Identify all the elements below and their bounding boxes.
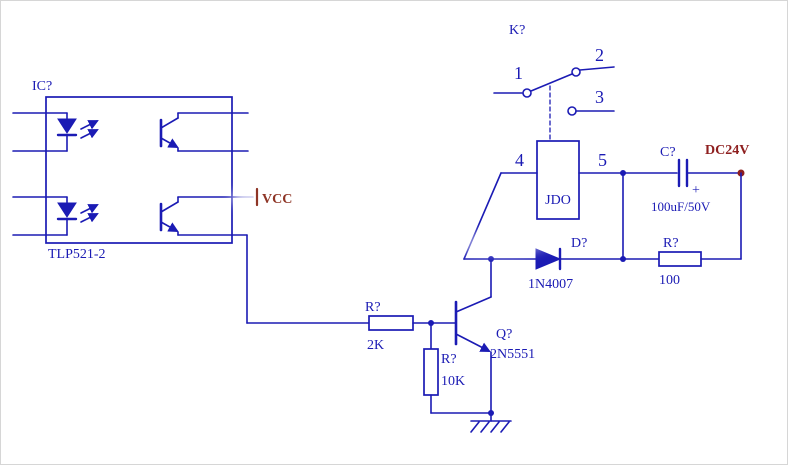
resistor-2k-ref-label: R? <box>365 300 381 315</box>
resistor-100: R? 100 <box>622 236 742 288</box>
opto-led-2 <box>12 196 99 236</box>
relay-switch: K? 1 2 3 <box>493 23 615 142</box>
contact-pole <box>522 88 532 98</box>
ground-symbol <box>470 420 512 433</box>
resistor-10k: R? 10K <box>423 322 492 414</box>
capacitor: C? + 100uF/50V <box>622 145 742 214</box>
light-arrow-icon <box>80 204 99 214</box>
relay-pin1-label: 1 <box>514 63 523 83</box>
relay-coil-name-label: JDO <box>545 193 571 208</box>
resistor-2k-value-label: 2K <box>367 338 384 353</box>
watermark-smudge <box>231 183 551 255</box>
optocoupler: IC? TLP521-2 <box>12 79 254 262</box>
capacitor-ref-label: C? <box>660 145 676 160</box>
optocoupler-part-label: TLP521-2 <box>48 247 106 262</box>
diode-ref-label: D? <box>571 236 587 251</box>
contact-nc <box>567 106 577 116</box>
resistor-10k-value-label: 10K <box>441 374 465 389</box>
resistor-10k-ref-label: R? <box>441 352 457 367</box>
optocoupler-body <box>45 96 233 244</box>
transistor-part-label: 2N5551 <box>490 347 535 362</box>
diode-part-label: 1N4007 <box>528 277 573 292</box>
transistor: Q? 2N5551 <box>454 258 535 422</box>
relay-pin4-label: 4 <box>515 150 524 170</box>
relay-coil: JDO 4 5 <box>500 140 624 220</box>
optocoupler-ref-label: IC? <box>32 79 52 94</box>
transistor-emitter <box>455 333 491 352</box>
transistor-ref-label: Q? <box>496 327 512 342</box>
resistor-2k: R? 2K <box>365 300 457 353</box>
light-arrow-icon <box>80 120 99 130</box>
wire-opto-to-base <box>246 234 370 324</box>
resistor-10k-body <box>423 348 439 396</box>
dc24v-label: DC24V <box>705 143 749 158</box>
opto-phototransistor-1 <box>159 112 249 152</box>
capacitor-value-label: 100uF/50V <box>651 199 711 214</box>
vcc-label: VCC <box>262 192 292 207</box>
resistor-100-ref-label: R? <box>663 236 679 251</box>
opto-led-1 <box>12 112 99 152</box>
relay-pin3-label: 3 <box>595 87 604 107</box>
light-arrow-icon <box>80 213 99 223</box>
diode-triangle <box>535 248 562 270</box>
junction-dots <box>428 170 626 416</box>
light-arrow-icon <box>80 129 99 139</box>
switch-arm <box>530 73 573 92</box>
contact-no <box>571 67 581 77</box>
vcc-terminal: VCC <box>255 187 292 207</box>
resistor-2k-body <box>368 315 414 331</box>
flyback-diode: D? 1N4007 <box>463 236 624 292</box>
capacitor-plus-label: + <box>692 183 700 198</box>
resistor-100-value-label: 100 <box>659 273 680 288</box>
relay-switch-ref-label: K? <box>509 23 525 38</box>
relay-pin2-label: 2 <box>595 45 604 65</box>
resistor-100-body <box>658 251 702 267</box>
relay-pin5-label: 5 <box>598 150 607 170</box>
dc-supply: DC24V <box>705 143 749 260</box>
relay-coil-body <box>536 140 580 220</box>
